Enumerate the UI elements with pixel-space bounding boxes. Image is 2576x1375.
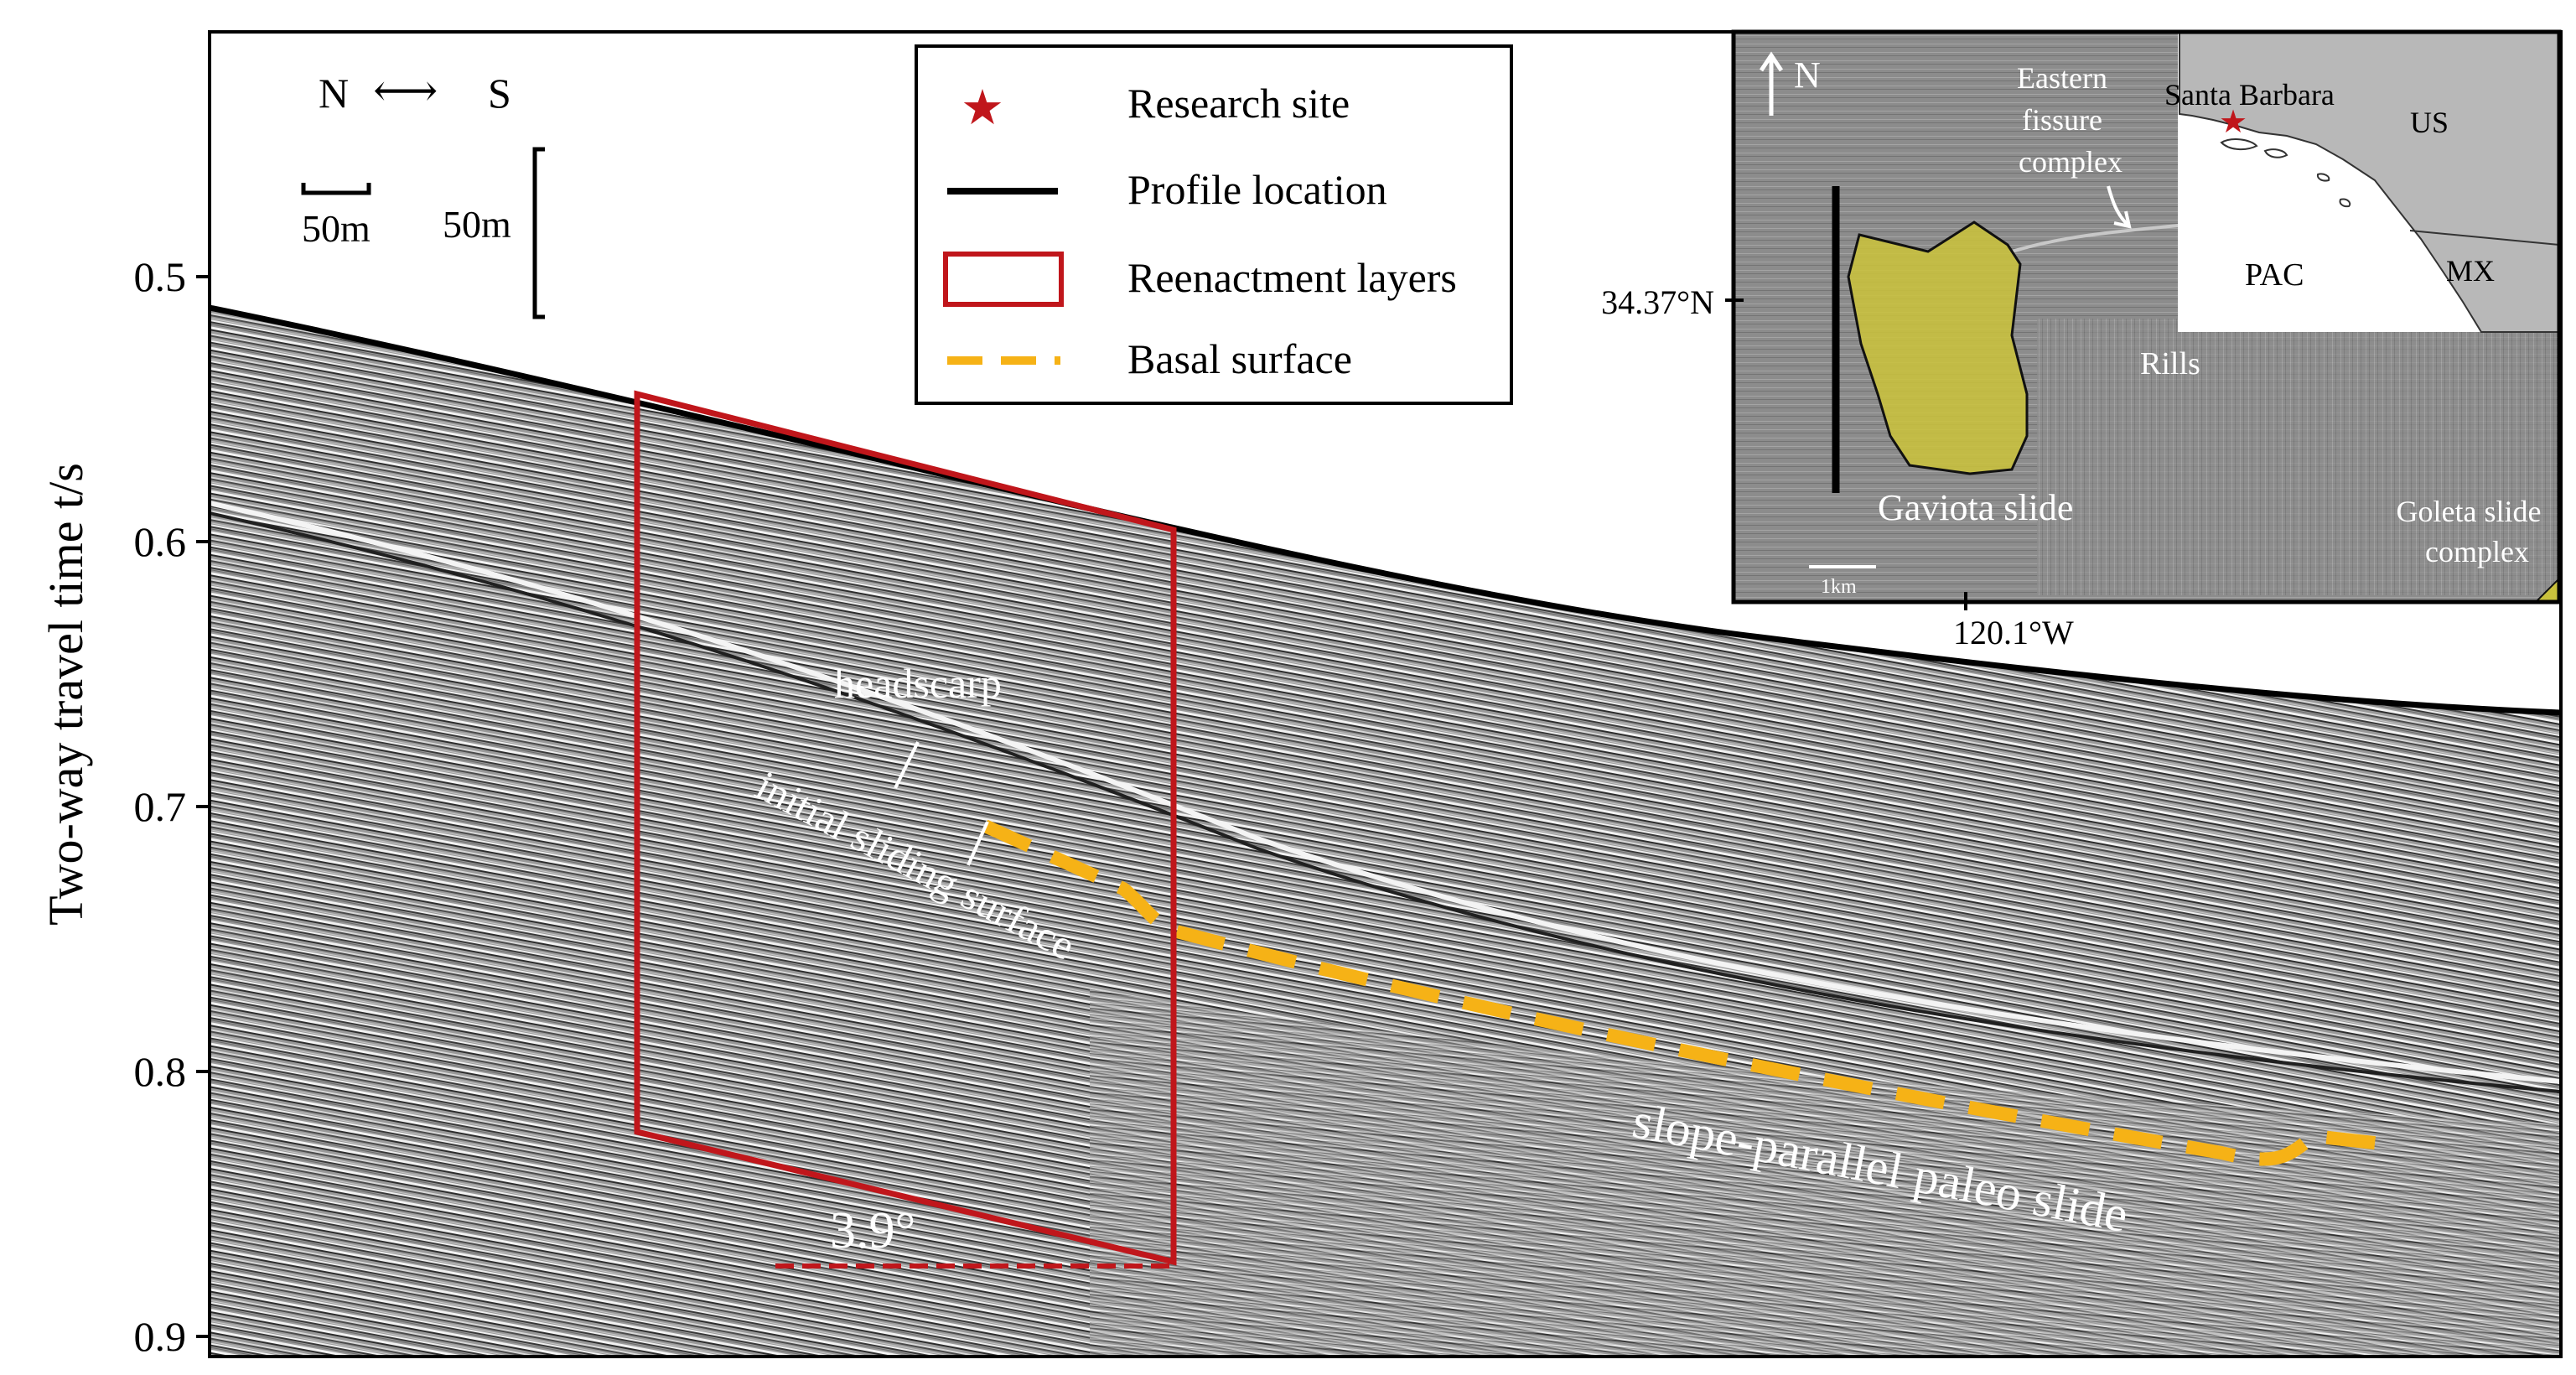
y-tick-label: 0.9: [134, 1313, 187, 1360]
eastern-fissure-label-1: Eastern: [2017, 61, 2107, 95]
y-tick-label: 0.7: [134, 783, 187, 830]
north-label: N: [319, 70, 349, 117]
inset-frame: [1731, 29, 2562, 604]
legend-item-reenactment-layers: Reenactment layers: [1127, 254, 1457, 301]
legend-item-profile-location: Profile location: [1127, 166, 1387, 213]
locator-star-icon: ★: [2219, 105, 2247, 140]
reenactment-window: [634, 390, 1177, 1266]
y-axis-label: Two-way travel time t/s: [39, 463, 93, 926]
channel-island: [2316, 173, 2330, 182]
channel-island: [2220, 138, 2258, 151]
rills-label: Rills: [2140, 346, 2200, 381]
eastern-fissure-label-3: complex: [2019, 145, 2122, 179]
y-tick-label: 0.8: [134, 1048, 187, 1095]
inset-scale-label: 1km: [1821, 576, 1857, 598]
locator-map: ★ Santa Barbara US PAC MX: [2164, 31, 2560, 333]
vertical-scale-bar: [532, 147, 545, 319]
plot-frame: [208, 30, 2563, 1358]
initial-sliding-pointer: [967, 821, 989, 866]
legend-star-icon: ★: [961, 80, 1004, 135]
inset-north-arrow-icon: [1759, 51, 1784, 116]
channel-island: [2339, 198, 2351, 208]
us-label: US: [2410, 106, 2449, 139]
legend-item-research-site: Research site: [1127, 80, 1350, 127]
strong-reflector-lower: [210, 511, 2561, 1093]
basal-surface-line: [982, 819, 2390, 1166]
horizontal-scale-bar: [301, 183, 371, 195]
mx-label: MX: [2446, 254, 2495, 288]
inset-map: N Eastern fissure complex Rills Gaviota …: [1601, 29, 2562, 651]
eastern-fissure-arrow-icon: [2107, 185, 2132, 229]
horizontal-scale-label: 50m: [302, 207, 371, 250]
gaviota-slide-outline: [1847, 221, 2029, 475]
channel-island: [2263, 148, 2288, 158]
vertical-scale-label: 50m: [443, 203, 511, 246]
us-mx-border: [2409, 230, 2560, 246]
pac-label: PAC: [2245, 257, 2304, 293]
rills-area: [2037, 319, 2557, 595]
legend-item-basal-surface: Basal surface: [1127, 335, 1352, 382]
gaviota-slide-label: Gaviota slide: [1878, 487, 2073, 528]
inset-lat-label: 34.37°N: [1601, 283, 1714, 321]
angle-label: 3.9°: [830, 1202, 915, 1259]
y-tick-label: 0.5: [134, 253, 187, 300]
seismic-lower-facies: [1090, 989, 2561, 1357]
south-label: S: [488, 70, 511, 117]
y-tick-label: 0.6: [134, 518, 187, 565]
legend-rect-icon: [943, 252, 1064, 307]
santa-barbara-label: Santa Barbara: [2164, 78, 2335, 112]
seafloor-reflector: [210, 304, 2561, 716]
inset-lon-label: 120.1°W: [1953, 614, 2074, 651]
direction-arrow-icon: ⟷: [373, 65, 438, 116]
headscarp-label: headscarp: [834, 660, 1002, 707]
legend: ★ Research site Profile location Reenact…: [915, 44, 1513, 405]
eastern-fissure-label-2: fissure: [2022, 103, 2102, 137]
y-axis-ticks: 0.5 0.6 0.7 0.8 0.9: [134, 253, 210, 1360]
goleta-slide-label-2: complex: [2425, 535, 2529, 568]
headscarp-pointer: [894, 741, 920, 789]
goleta-slide-label-1: Goleta slide: [2397, 495, 2542, 528]
inset-north-label: N: [1794, 54, 1821, 96]
strong-reflector-upper: [210, 501, 2561, 1084]
land-us: [2179, 31, 2560, 333]
